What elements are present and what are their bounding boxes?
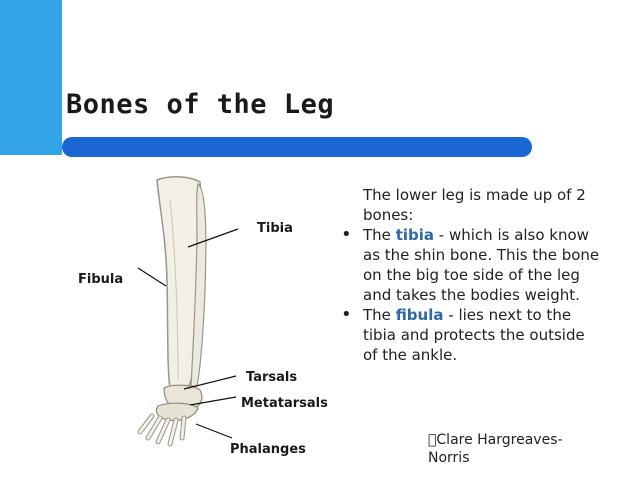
- bullet-dot-icon: •: [341, 305, 352, 325]
- label-tibia: Tibia: [257, 221, 293, 236]
- description-text: The lower leg is made up of 2 bones: • T…: [341, 170, 601, 365]
- term-tibia: tibia: [396, 226, 434, 244]
- bullet-dot-icon: •: [341, 225, 352, 245]
- intro-paragraph: The lower leg is made up of 2 bones:: [363, 185, 601, 225]
- label-tarsals: Tarsals: [246, 370, 297, 385]
- label-phalanges: Phalanges: [230, 442, 306, 457]
- slide-title: Bones of the Leg: [66, 89, 334, 120]
- label-fibula: Fibula: [78, 272, 123, 287]
- bullet-tibia: • The tibia - which is also know as the …: [341, 225, 601, 305]
- bullet-lead: The: [363, 226, 391, 244]
- author-credit:  Clare Hargreaves-Norris: [428, 431, 598, 467]
- leg-bones-illustration: [60, 170, 360, 470]
- bullet-lead: The: [363, 306, 391, 324]
- term-fibula: fibula: [396, 306, 444, 324]
- foot-bones: [140, 385, 202, 444]
- title-underline-bar: [62, 137, 532, 157]
- bullet-fibula: • The fibula - lies next to the tibia an…: [341, 305, 601, 365]
- label-metatarsals: Metatarsals: [241, 396, 328, 411]
